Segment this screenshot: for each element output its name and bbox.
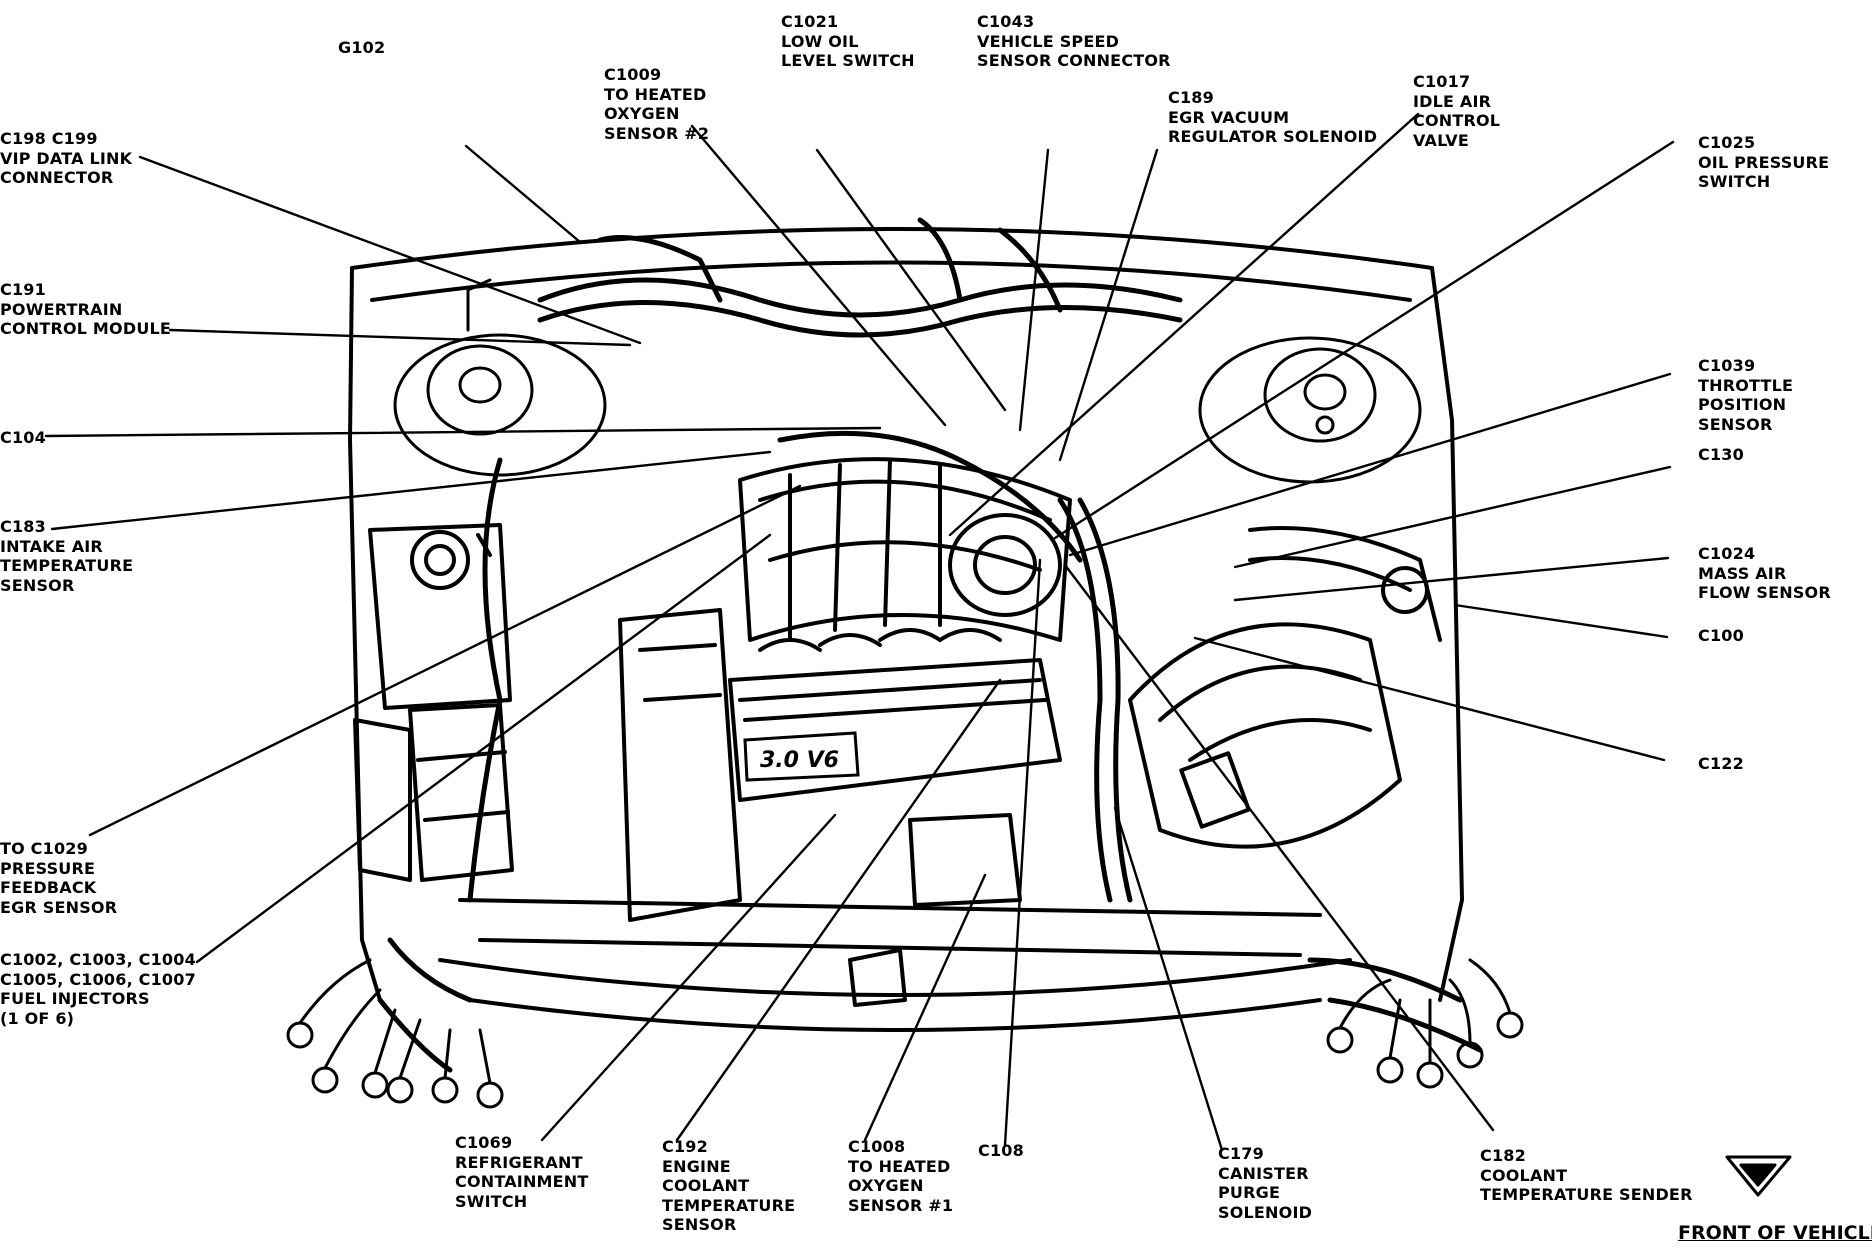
label-c198-c199: C198 C199 VIP DATA LINK CONNECTOR	[0, 129, 133, 187]
bottom-left-pigtails	[286, 958, 504, 1109]
front-arrow-icon	[1725, 1155, 1792, 1197]
leader-lines	[44, 112, 1675, 1152]
engine-block	[618, 608, 1062, 922]
label-c1008: C1008 TO HEATED OXYGEN SENSOR #1	[848, 1137, 954, 1215]
label-c183: C183 INTAKE AIR TEMPERATURE SENSOR	[0, 517, 134, 595]
engine-badge: 3.0 V6	[743, 731, 860, 782]
label-c108: C108	[978, 1141, 1024, 1160]
battery	[353, 703, 514, 882]
coolant-reservoir	[368, 523, 512, 710]
wiring-harness	[377, 217, 1483, 1073]
label-c1029: TO C1029 PRESSURE FEEDBACK EGR SENSOR	[0, 839, 118, 917]
label-g102: G102	[338, 38, 386, 57]
label-c122: C122	[1698, 754, 1744, 773]
label-c191: C191 POWERTRAIN CONTROL MODULE	[0, 280, 172, 338]
body-outline	[348, 227, 1464, 1032]
label-c1069: C1069 REFRIGERANT CONTAINMENT SWITCH	[455, 1133, 589, 1211]
bottom-right-pigtails	[1326, 958, 1524, 1089]
engine-badge-text: 3.0 V6	[760, 748, 839, 773]
label-c182: C182 COOLANT TEMPERATURE SENDER	[1480, 1146, 1693, 1204]
label-c130: C130	[1698, 445, 1744, 464]
label-c1025: C1025 OIL PRESSURE SWITCH	[1698, 133, 1830, 191]
label-c1043: C1043 VEHICLE SPEED SENSOR CONNECTOR	[977, 12, 1171, 70]
radiator-support	[458, 813, 1322, 1007]
label-c1021: C1021 LOW OIL LEVEL SWITCH	[781, 12, 915, 70]
label-c104: C104	[0, 428, 46, 447]
label-c100: C100	[1698, 626, 1744, 645]
air-cleaner	[1128, 526, 1442, 849]
label-fuel-injectors: C1002, C1003, C1004 C1005, C1006, C1007 …	[0, 950, 196, 1028]
label-c1017: C1017 IDLE AIR CONTROL VALVE	[1413, 72, 1501, 150]
intake-manifold	[738, 457, 1072, 642]
front-of-vehicle-label: FRONT OF VEHICLE	[1678, 1222, 1872, 1244]
label-c189: C189 EGR VACUUM REGULATOR SOLENOID	[1168, 88, 1378, 146]
label-c192: C192 ENGINE COOLANT TEMPERATURE SENSOR	[662, 1137, 796, 1234]
left-shock-tower	[393, 278, 607, 477]
label-c1009: C1009 TO HEATED OXYGEN SENSOR #2	[604, 65, 710, 143]
label-c179: C179 CANISTER PURGE SOLENOID	[1218, 1144, 1313, 1222]
label-c1039: C1039 THROTTLE POSITION SENSOR	[1698, 356, 1794, 434]
label-c1024: C1024 MASS AIR FLOW SENSOR	[1698, 544, 1831, 602]
